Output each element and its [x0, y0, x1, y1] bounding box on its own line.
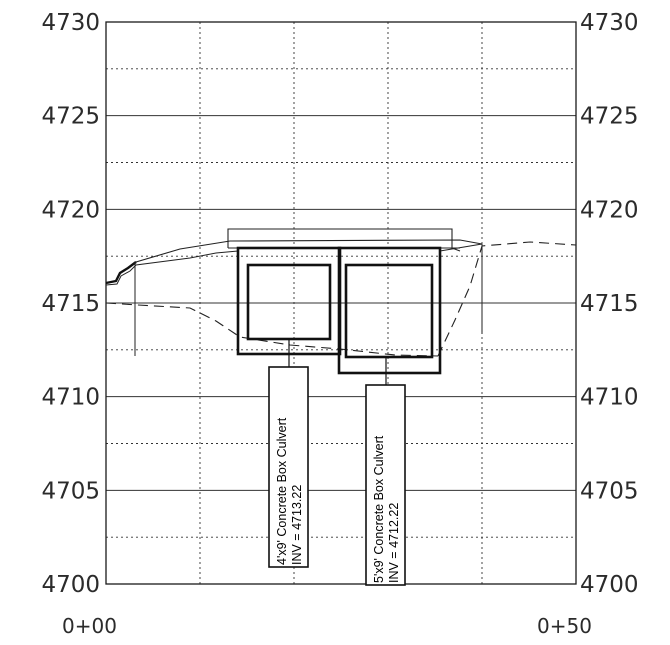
elevation-label: 4705 [580, 478, 639, 504]
station-start-label: 0+00 [62, 614, 117, 638]
culvert-5x9-callout: 5'x9' Concrete Box Culvert INV = 4712.22 [365, 384, 406, 586]
elevation-label: 4700 [580, 572, 639, 598]
culvert-4x9-inner [246, 263, 332, 341]
elevation-label: 4730 [41, 10, 100, 36]
existing-ground-right [437, 241, 577, 357]
elevation-label: 4710 [580, 385, 639, 411]
culvert-5x9-outer [337, 246, 442, 375]
callout-line-2: INV = 4713.22 [290, 485, 304, 565]
callout-box [365, 384, 406, 586]
elevation-label: 4720 [580, 197, 639, 223]
culvert-4x9-callout: 4'x9' Concrete Box Culvert INV = 4713.22 [268, 366, 309, 568]
headwall-outline [227, 228, 461, 252]
culvert-5x9-inner [344, 263, 434, 359]
elevation-label: 4710 [41, 385, 100, 411]
left-elevation-labels: 4700 4705 4710 4715 4720 4725 4730 [41, 10, 100, 598]
roadway-thick-edge [105, 261, 137, 285]
elevation-label: 4725 [41, 104, 100, 130]
elevation-label: 4715 [580, 291, 639, 317]
callout-line-1: 4'x9' Concrete Box Culvert [275, 417, 289, 565]
elevation-label: 4730 [580, 10, 639, 36]
elevation-label: 4715 [41, 291, 100, 317]
station-end-label: 0+50 [537, 614, 592, 638]
callout-box [268, 366, 309, 568]
roadway-right-slope [439, 243, 483, 252]
elevation-label: 4725 [580, 104, 639, 130]
elevation-label: 4700 [41, 572, 100, 598]
elevation-label: 4720 [41, 197, 100, 223]
existing-ground-left [105, 302, 439, 357]
callout-line-2: INV = 4712.22 [387, 503, 401, 583]
roadway-sub-line [105, 250, 239, 286]
elevation-label: 4705 [41, 478, 100, 504]
right-elevation-labels: 4700 4705 4710 4715 4720 4725 4730 [580, 10, 639, 598]
callout-line-1: 5'x9' Concrete Box Culvert [372, 435, 386, 583]
